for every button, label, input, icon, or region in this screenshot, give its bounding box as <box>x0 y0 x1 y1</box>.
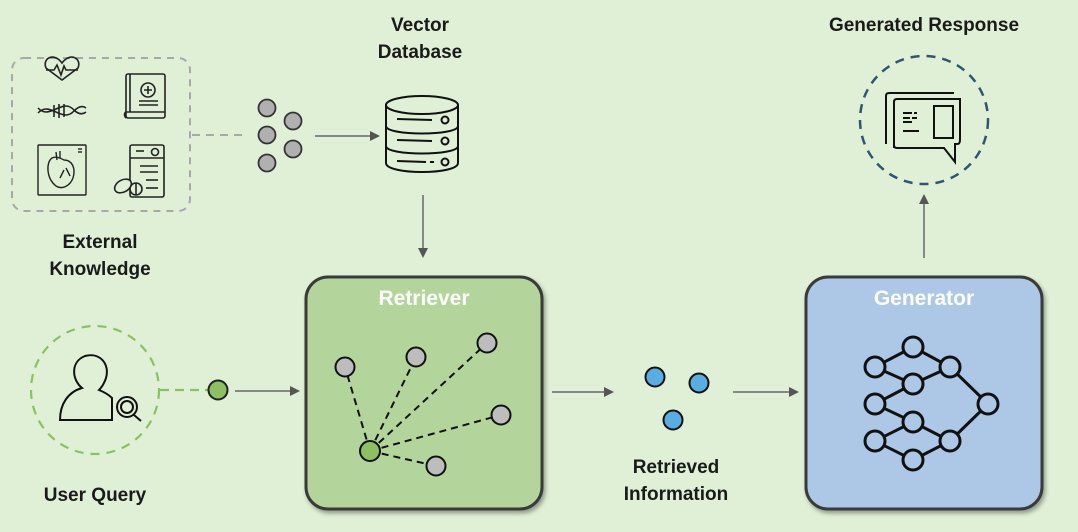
retriever-title: Retriever <box>378 287 470 310</box>
retrieved-node <box>662 409 684 431</box>
query-node <box>359 440 381 462</box>
retrieved-information-line2: Information <box>623 484 729 505</box>
generator-title: Generator <box>873 287 975 310</box>
retrieved-node <box>688 372 710 394</box>
external-knowledge-container <box>11 57 191 212</box>
retrieved-information-label: Retrieved Information <box>596 454 756 508</box>
vector-database-label: Vector Database <box>340 12 500 66</box>
heart-dna-icon <box>37 56 87 118</box>
prescription-pills-icon <box>113 144 165 198</box>
chat-document-icon <box>885 92 961 165</box>
candidate-node <box>334 356 356 378</box>
response-circle <box>858 54 990 186</box>
candidate-node <box>476 332 498 354</box>
embedding-node <box>257 153 277 173</box>
query-embedding-node <box>207 379 229 401</box>
user-query-label: User Query <box>43 485 147 506</box>
generated-response-label: Generated Response <box>828 15 1020 36</box>
embedding-node <box>283 111 303 131</box>
external-knowledge-line2: Knowledge <box>49 259 151 280</box>
retrieved-node <box>644 366 666 388</box>
vector-database-line1: Vector <box>390 15 450 36</box>
vector-database-line2: Database <box>377 42 463 63</box>
retriever-graph <box>334 332 512 477</box>
candidate-node <box>490 404 512 426</box>
candidate-node <box>405 346 427 368</box>
user-search-icon <box>58 354 142 422</box>
generator-box <box>804 275 1044 511</box>
neural-network-icon <box>863 335 1000 472</box>
external-knowledge-label: External Knowledge <box>20 229 180 283</box>
retrieved-nodes <box>644 366 710 431</box>
heart-xray-icon <box>37 144 87 196</box>
candidate-node <box>425 455 447 477</box>
external-knowledge-line1: External <box>62 232 138 253</box>
embedding-node <box>257 98 277 118</box>
embedding-node <box>257 125 277 145</box>
embedding-node <box>283 139 303 159</box>
retriever-box <box>304 275 544 511</box>
embedding-nodes <box>257 98 303 173</box>
medical-book-icon <box>123 73 166 119</box>
user-query-circle <box>29 324 161 456</box>
database-icon <box>385 95 459 173</box>
retrieved-information-line1: Retrieved <box>632 457 720 478</box>
